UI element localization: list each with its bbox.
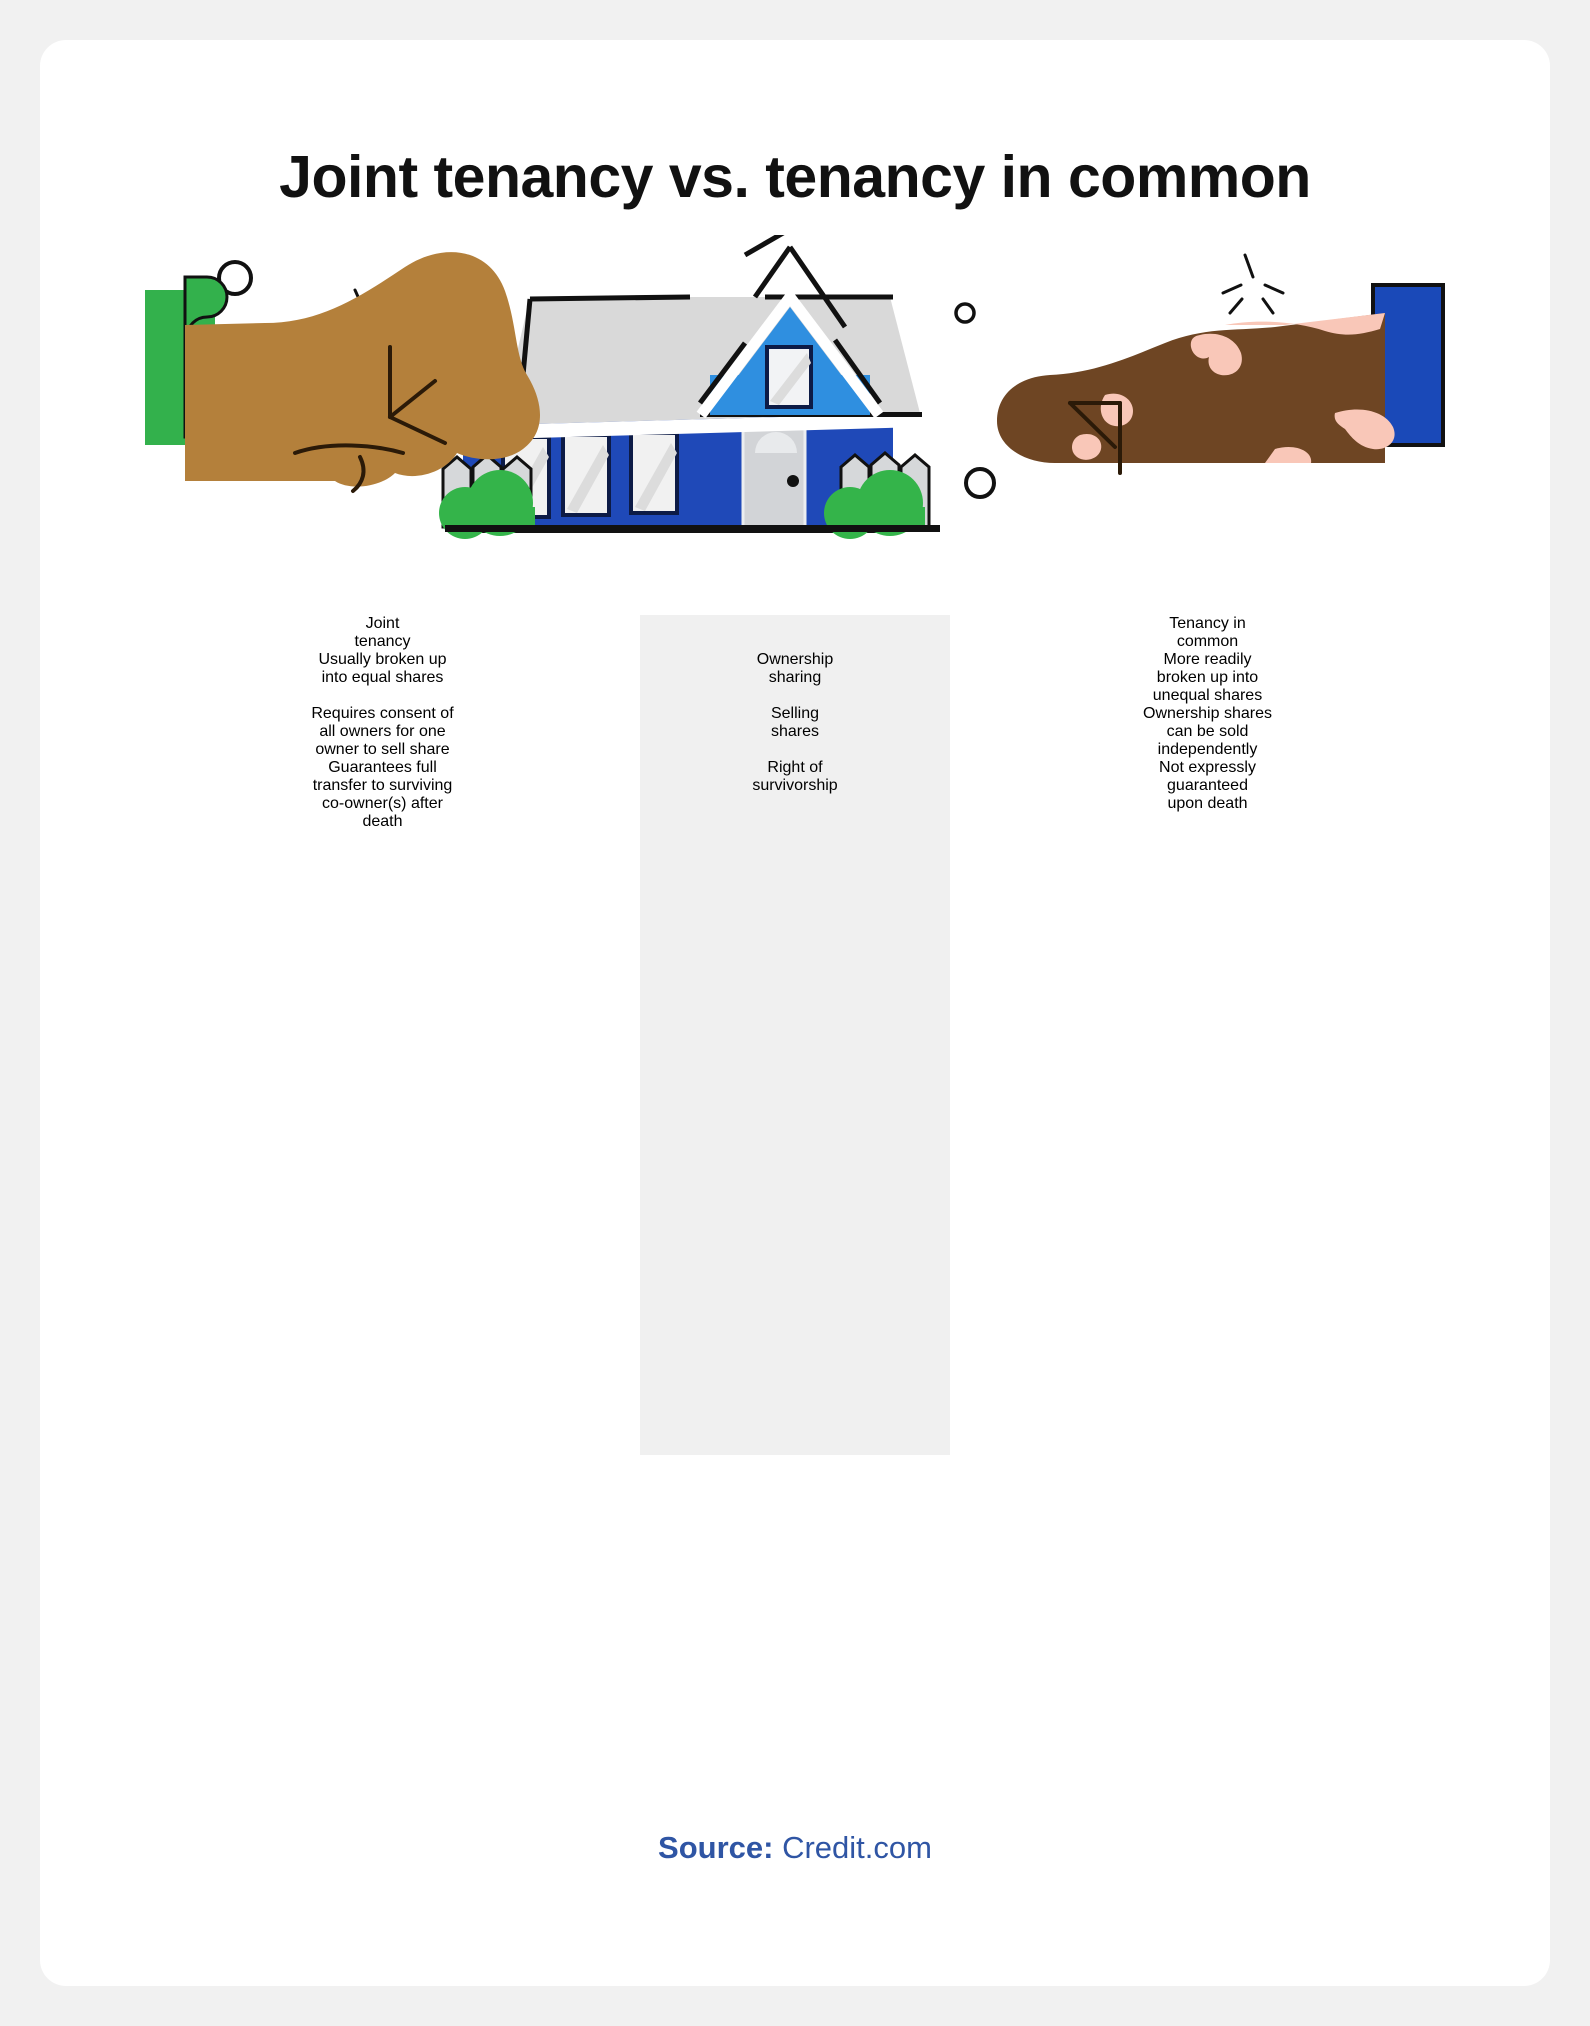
infographic-card: Joint tenancy vs. tenancy in common: [40, 40, 1550, 1986]
decorative-circle-icon: [217, 260, 253, 296]
cell-line: Selling: [770, 705, 820, 722]
comparison-table: Joint tenancy Tenancy in common Usually …: [40, 615, 1550, 1455]
table-cell-left: Guarantees full transfer to surviving co…: [125, 759, 640, 831]
right-hand-vitiligo-patches: [1071, 313, 1395, 463]
house-peak-outline: [698, 235, 883, 405]
table-cell-left: Requires consent of all owners for one o…: [125, 705, 640, 759]
source-value[interactable]: Credit.com: [782, 1830, 932, 1865]
cell-line: owner to sell share: [315, 741, 450, 758]
cell-line: Usually broken up: [318, 651, 447, 668]
cell-line: all owners for one: [319, 723, 446, 740]
cell-line: Ownership: [756, 651, 834, 668]
table-cell-left: Usually broken up into equal shares: [125, 651, 640, 705]
column-header-line: tenancy: [354, 633, 411, 650]
right-hand-knuckle-lines: [1068, 401, 1122, 475]
column-header-category: [640, 615, 950, 651]
cell-line: More readily: [1163, 651, 1252, 668]
table-cell-category: Selling shares: [640, 705, 950, 759]
cell-line: unequal shares: [1152, 687, 1263, 704]
column-header-line: Tenancy in: [1169, 615, 1246, 632]
cell-line: shares: [770, 723, 820, 740]
column-header-line: common: [1176, 633, 1239, 650]
cell-line: Requires consent of: [311, 705, 454, 722]
handshake-over-house-illustration: [145, 235, 1445, 565]
source-attribution: Source: Credit.com: [40, 1830, 1550, 1866]
cell-line: Ownership shares: [1143, 705, 1272, 722]
cell-line: broken up into: [1156, 669, 1259, 686]
column-header-joint-tenancy: Joint tenancy: [125, 615, 640, 651]
house-roof-underline: [500, 413, 920, 439]
left-hand: [185, 252, 540, 487]
right-hand-illustration: [997, 283, 1445, 475]
house-attic-window: [765, 345, 813, 409]
page-title: Joint tenancy vs. tenancy in common: [279, 144, 1311, 210]
house-illustration: [439, 235, 940, 539]
cell-line: co-owner(s) after: [322, 795, 443, 812]
table-cell-right: More readily broken up into unequal shar…: [950, 651, 1465, 705]
cell-line: Guarantees full: [328, 759, 437, 776]
table-cell-category: Ownership sharing: [640, 651, 950, 705]
cell-line: death: [362, 813, 403, 830]
cell-line: guaranteed: [1167, 777, 1248, 794]
left-hand-knuckle-lines: [293, 345, 447, 493]
center-category-band: [640, 615, 950, 1455]
cell-line: Right of: [767, 759, 823, 776]
table-cell-right: Ownership shares can be sold independent…: [950, 705, 1465, 759]
cell-line: can be sold: [1166, 723, 1249, 740]
decorative-circle-icon: [964, 467, 996, 499]
cell-line: Not expressly: [1159, 759, 1256, 776]
table-cell-category: Right of survivorship: [640, 759, 950, 831]
right-hand: [997, 313, 1385, 463]
table-cell-right: Not expressly guaranteed upon death: [950, 759, 1465, 831]
house-window: [561, 433, 611, 517]
cell-line: transfer to surviving: [312, 777, 453, 794]
cell-line: survivorship: [752, 777, 838, 794]
decorative-sparkle-icon: [1221, 253, 1285, 315]
cell-line: upon death: [1167, 795, 1248, 812]
house-door: [741, 423, 807, 529]
cell-line: sharing: [768, 669, 822, 686]
comparison-grid: Joint tenancy Tenancy in common Usually …: [125, 615, 1465, 831]
source-label: Source:: [658, 1830, 774, 1865]
column-header-tenancy-in-common: Tenancy in common: [950, 615, 1465, 651]
left-hand-illustration: [145, 252, 540, 493]
cell-line: independently: [1157, 741, 1258, 758]
house-window: [629, 431, 679, 515]
house-gable-trim: [696, 287, 884, 419]
house-ground-line-front: [445, 525, 940, 532]
column-header-line: Joint: [365, 615, 400, 632]
decorative-circle-icon: [954, 302, 976, 324]
cell-line: into equal shares: [321, 669, 444, 686]
